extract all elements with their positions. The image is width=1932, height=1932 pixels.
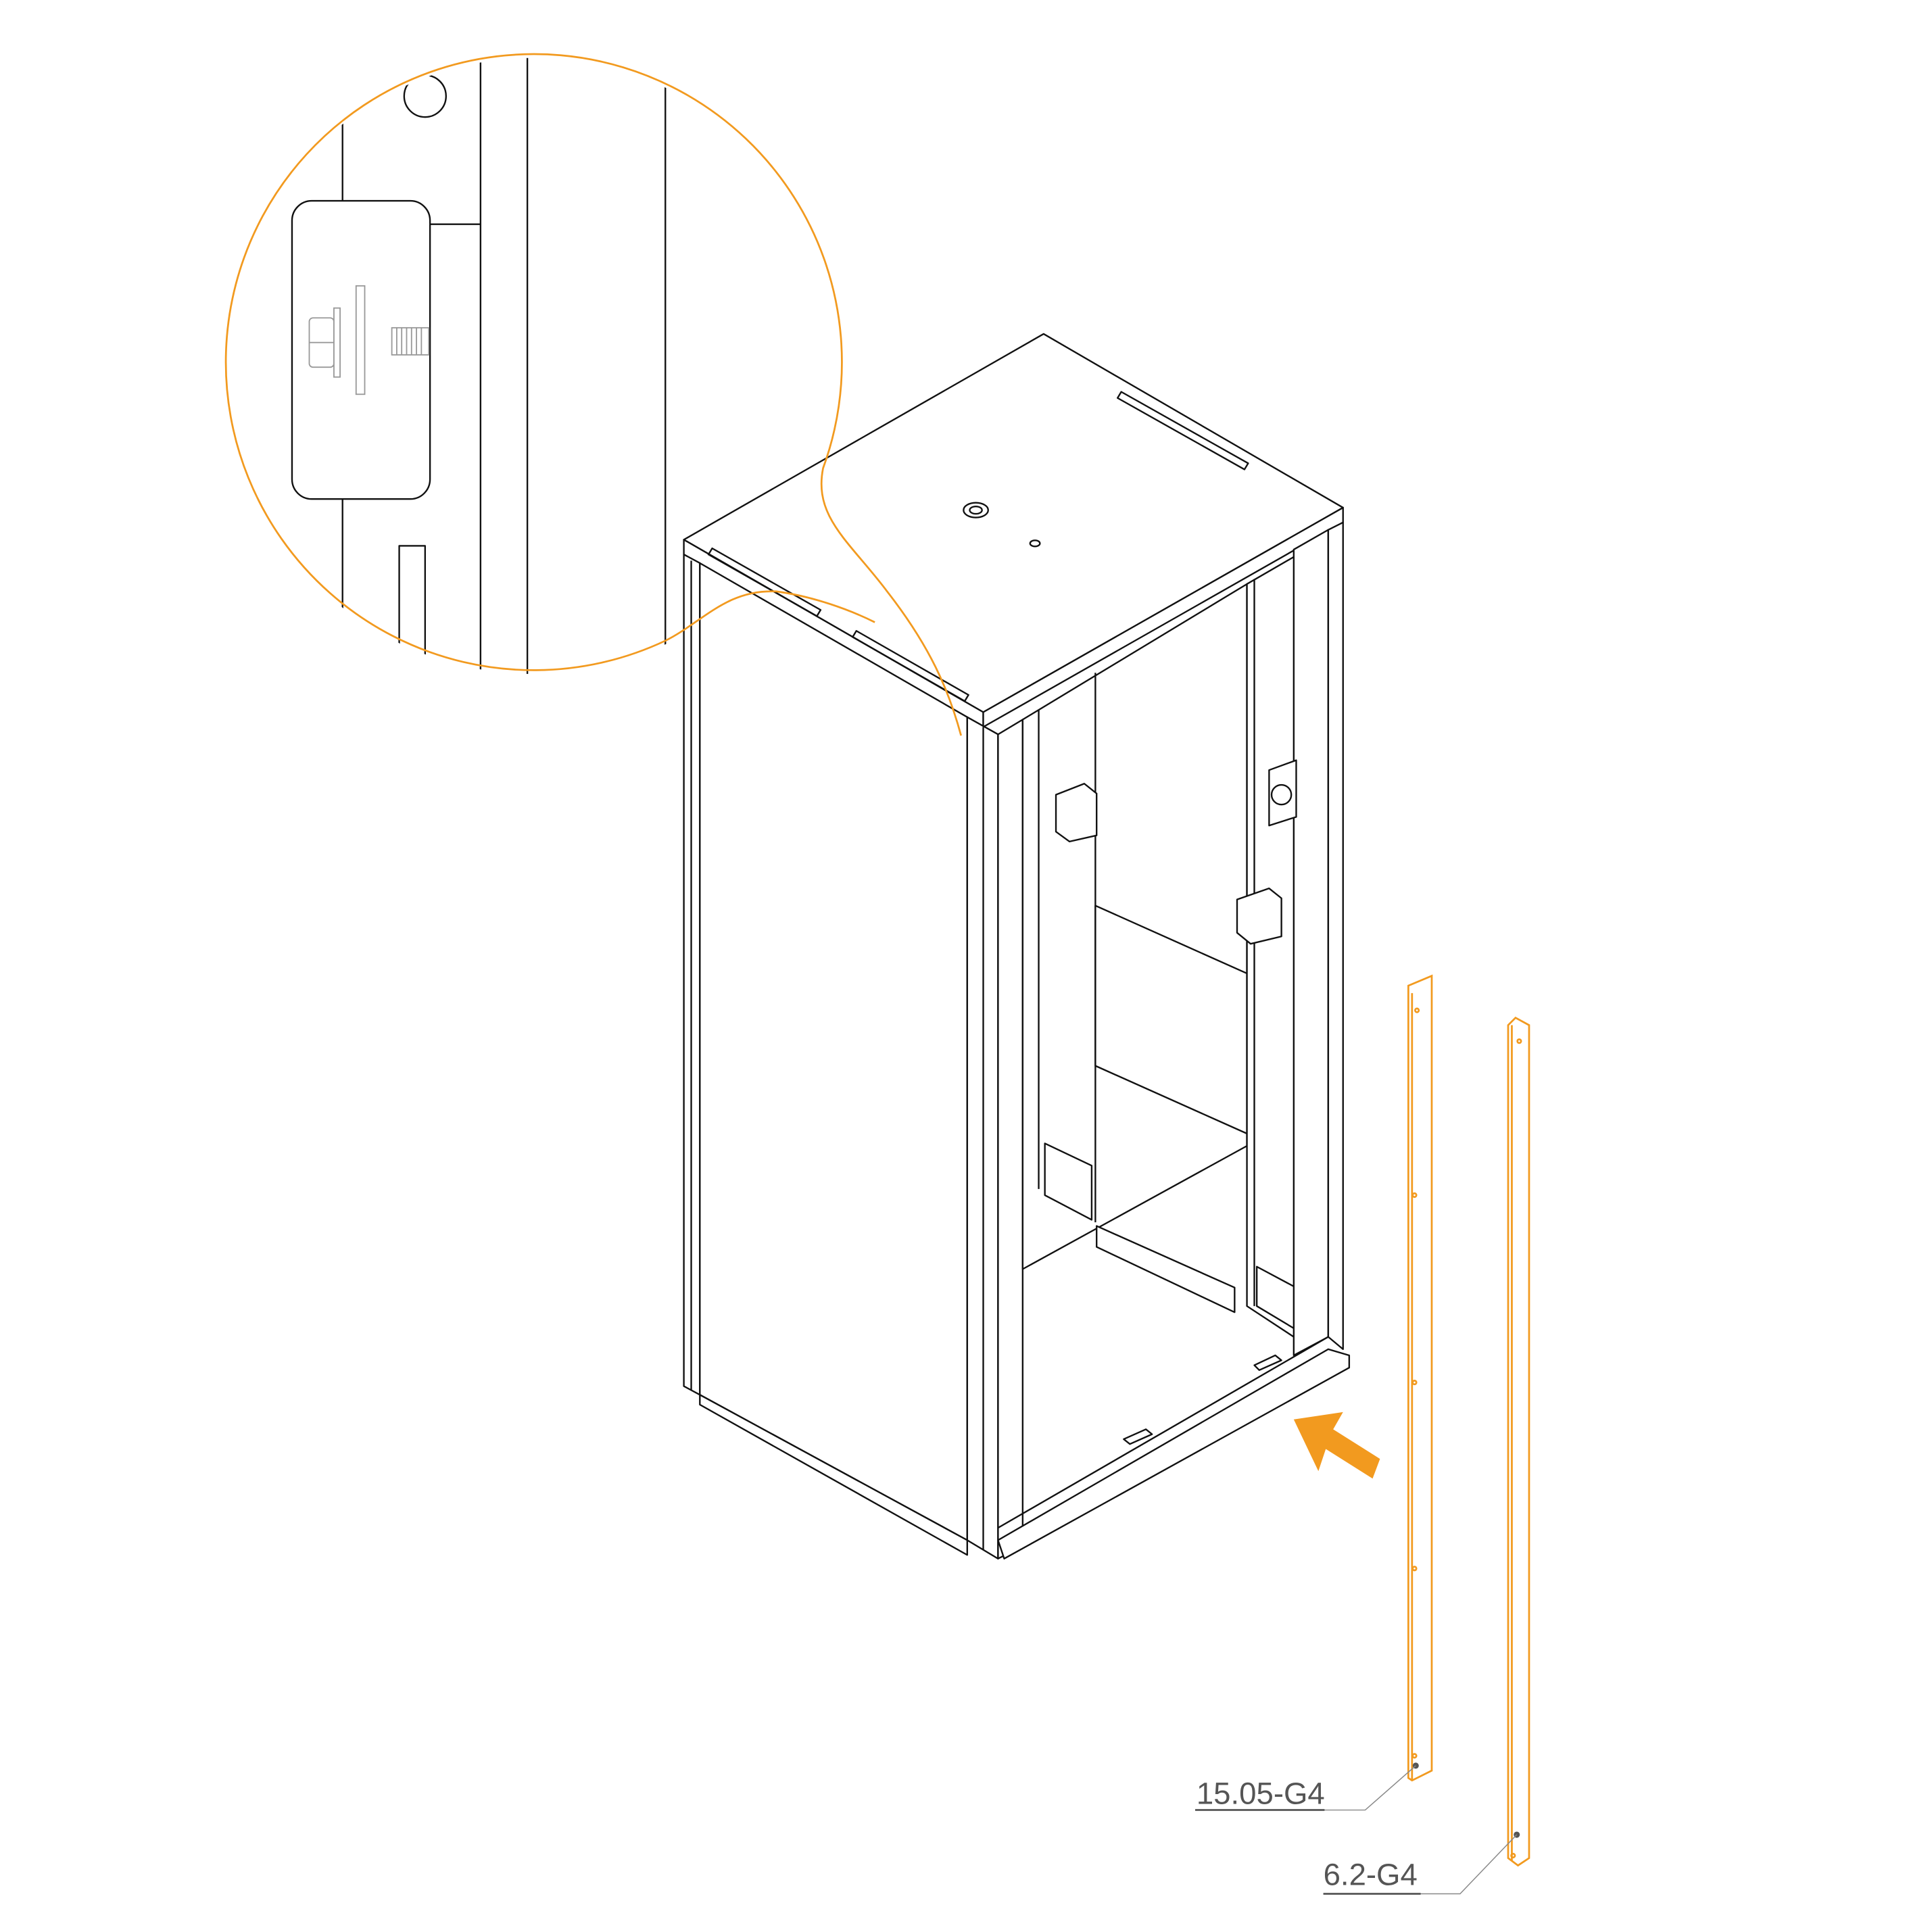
insert-direction-arrow-icon <box>1293 1411 1380 1479</box>
part-label-6-2-g4: 6.2-G4 <box>1324 1858 1418 1892</box>
cabinet-frame <box>683 333 1351 1560</box>
rail-6-2-g4 <box>1507 1016 1530 1867</box>
detail-callout <box>224 53 963 736</box>
part-label-15-05-g4: 15.05-G4 <box>1197 1776 1325 1810</box>
rail-15-05-g4 <box>1407 974 1433 1782</box>
callout-15-05-g4: 15.05-G4 <box>1195 1762 1419 1811</box>
bolt-washer-detail-icon <box>308 285 430 395</box>
callout-6-2-g4: 6.2-G4 <box>1323 1831 1520 1895</box>
